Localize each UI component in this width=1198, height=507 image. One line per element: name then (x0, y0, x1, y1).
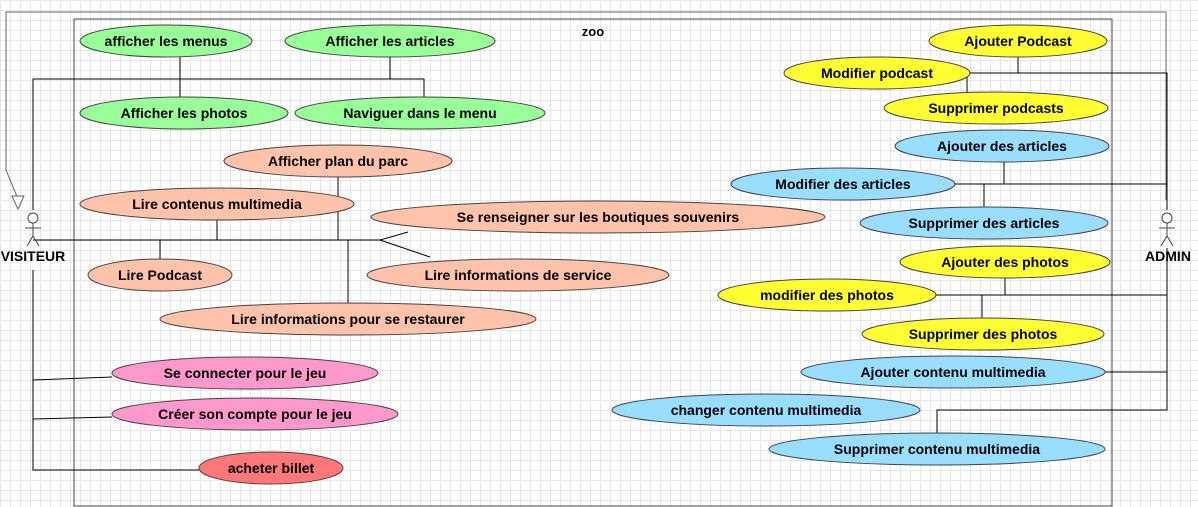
use-case-ellipse (899, 245, 1111, 279)
connector-lines (32, 57, 1168, 471)
use-case-modifier-articles[interactable]: Modifier des articles (730, 167, 956, 201)
use-case-ellipse (768, 432, 1106, 466)
use-case-label: Se renseigner sur les boutiques souvenir… (457, 209, 740, 225)
use-case-label: Supprimer des photos (909, 326, 1058, 342)
admin-association-line (1105, 295, 1168, 373)
use-case-ellipse (294, 96, 546, 130)
use-case-ellipse (883, 91, 1109, 125)
use-case-label: Ajouter des photos (941, 254, 1069, 270)
use-case-ellipse (800, 355, 1106, 389)
system-title: zoo (582, 24, 604, 39)
actor-admin[interactable] (1159, 212, 1175, 247)
use-case-modifier-podcast[interactable]: Modifier podcast (783, 56, 971, 90)
use-case-ellipse (370, 200, 826, 234)
use-case-lire-restaurer[interactable]: Lire informations pour se restaurer (159, 302, 537, 336)
use-case-lire-podcast[interactable]: Lire Podcast (87, 258, 233, 292)
use-case-label: Supprimer contenu multimedia (834, 441, 1040, 457)
use-case-creer-compte[interactable]: Créer son compte pour le jeu (111, 397, 399, 431)
use-case-ellipse (859, 206, 1109, 240)
use-case-label: Créer son compte pour le jeu (158, 406, 352, 422)
use-case-ellipse (894, 129, 1110, 163)
use-case-supprimer-podcasts[interactable]: Supprimer podcasts (883, 91, 1109, 125)
use-case-label: Lire informations pour se restaurer (231, 311, 465, 327)
use-case-afficher-articles[interactable]: Afficher les articles (284, 24, 496, 58)
use-case-naviguer-menu[interactable]: Naviguer dans le menu (294, 96, 546, 130)
use-case-boutiques[interactable]: Se renseigner sur les boutiques souvenir… (370, 200, 826, 234)
use-case-ajouter-photos[interactable]: Ajouter des photos (899, 245, 1111, 279)
use-case-ellipse (87, 258, 233, 292)
use-case-ellipse (223, 144, 453, 178)
use-case-label: Lire Podcast (118, 267, 202, 283)
use-case-ellipse (783, 56, 971, 90)
use-case-ellipse (611, 393, 921, 427)
use-case-afficher-plan[interactable]: Afficher plan du parc (223, 144, 453, 178)
use-case-changer-multimedia[interactable]: changer contenu multimedia (611, 393, 921, 427)
use-case-ellipse (111, 356, 379, 390)
use-case-label: Ajouter Podcast (964, 33, 1072, 49)
use-case-se-connecter[interactable]: Se connecter pour le jeu (111, 356, 379, 390)
use-case-label: Se connecter pour le jeu (164, 365, 327, 381)
use-case-ellipse (861, 317, 1105, 351)
use-case-ajouter-articles[interactable]: Ajouter des articles (894, 129, 1110, 163)
use-case-ellipse (79, 187, 355, 221)
use-case-lire-multimedia[interactable]: Lire contenus multimedia (79, 187, 355, 221)
visitor-association-line (32, 78, 390, 210)
use-case-acheter-billet[interactable]: acheter billet (198, 451, 344, 485)
use-case-ellipse (79, 24, 253, 58)
actor-visitor-label: VISITEUR (1, 248, 66, 264)
use-case-ellipse (159, 302, 537, 336)
actor-visitor-head-icon (27, 212, 39, 224)
use-case-label: Afficher plan du parc (268, 153, 408, 169)
use-case-ellipse (730, 167, 956, 201)
visitor-association-line (390, 78, 425, 97)
visitor-association-line (32, 270, 113, 381)
use-case-label: Naviguer dans le menu (343, 105, 496, 121)
admin-association-line (970, 72, 1168, 210)
actor-visitor[interactable] (25, 212, 41, 247)
use-case-label: modifier des photos (760, 287, 894, 303)
use-case-lire-service[interactable]: Lire informations de service (366, 258, 670, 292)
use-case-label: acheter billet (228, 460, 315, 476)
use-case-ajouter-podcast[interactable]: Ajouter Podcast (928, 24, 1108, 58)
visitor-association-line (379, 231, 409, 241)
use-case-ellipse (366, 258, 670, 292)
admin-association-line (955, 183, 1168, 210)
actor-admin-head-icon (1161, 212, 1173, 224)
use-case-afficher-photos[interactable]: Afficher les photos (79, 96, 289, 130)
use-case-ellipse (111, 397, 399, 431)
use-case-label: changer contenu multimedia (671, 402, 862, 418)
visitor-association-line (32, 419, 199, 471)
use-case-supprimer-photos[interactable]: Supprimer des photos (861, 317, 1105, 351)
use-case-label: Supprimer des articles (909, 215, 1060, 231)
use-case-ellipse (198, 451, 344, 485)
actor-admin-label: ADMIN (1145, 248, 1191, 264)
use-case-ellipse (79, 96, 289, 130)
use-case-ajouter-multimedia[interactable]: Ajouter contenu multimedia (800, 355, 1106, 389)
use-case-label: Afficher les articles (325, 33, 454, 49)
use-case-ellipse (717, 278, 937, 312)
use-case-label: Modifier des articles (775, 176, 911, 192)
use-case-label: Supprimer podcasts (928, 100, 1064, 116)
use-case-label: Ajouter des articles (937, 138, 1067, 154)
use-case-label: Lire informations de service (425, 267, 612, 283)
use-case-label: Ajouter contenu multimedia (860, 364, 1045, 380)
visitor-association-line (379, 239, 431, 258)
use-case-afficher-menus[interactable]: afficher les menus (79, 24, 253, 58)
use-case-supprimer-multimedia[interactable]: Supprimer contenu multimedia (768, 432, 1106, 466)
use-case-label: Afficher les photos (121, 105, 248, 121)
system-boundary[interactable] (73, 18, 1113, 507)
visitor-association-line (32, 380, 113, 420)
use-case-label: afficher les menus (105, 33, 228, 49)
use-case-ellipse (284, 24, 496, 58)
generalization-arrow (5, 11, 1167, 211)
use-case-label: Lire contenus multimedia (132, 196, 302, 212)
use-case-ellipse (928, 24, 1108, 58)
use-case-supprimer-articles[interactable]: Supprimer des articles (859, 206, 1109, 240)
admin-association-line (936, 372, 1168, 433)
use-case-label: Modifier podcast (821, 65, 933, 81)
use-case-modifier-photos[interactable]: modifier des photos (717, 278, 937, 312)
